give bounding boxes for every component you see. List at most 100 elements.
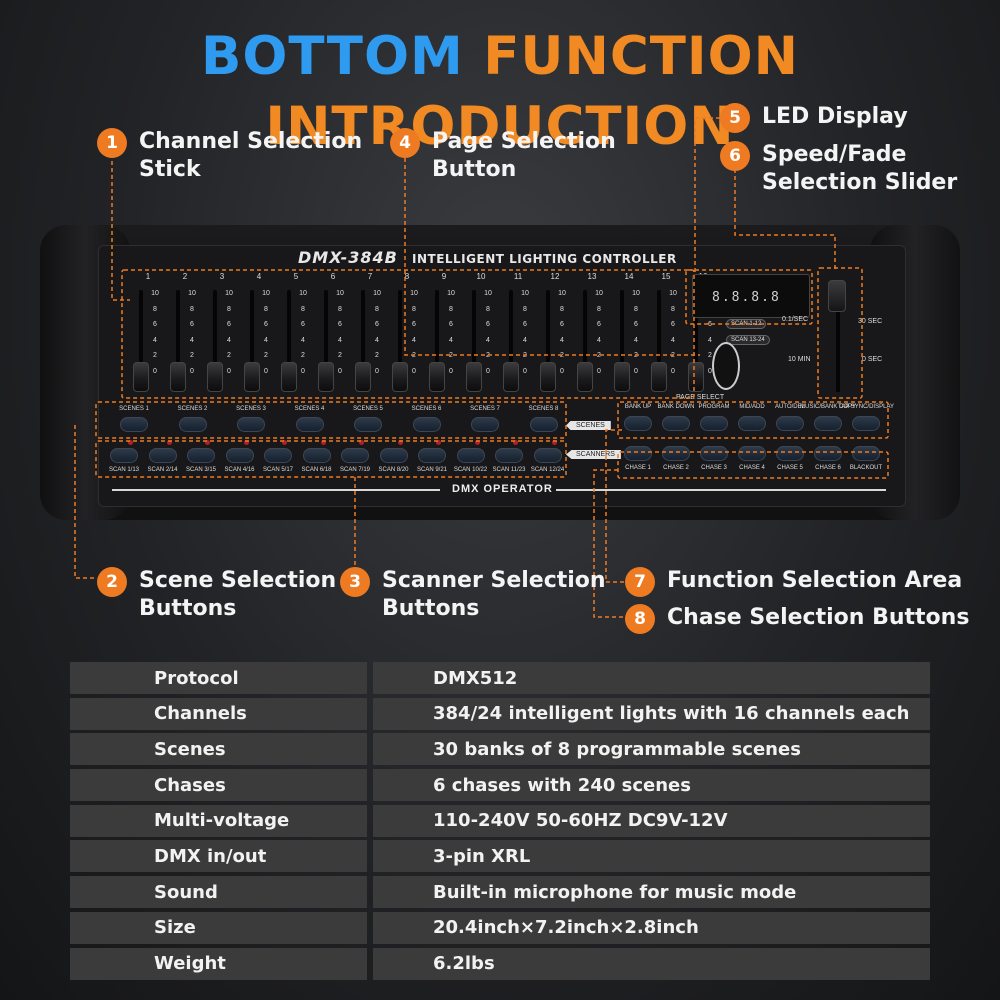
title-part1: BOTTOM bbox=[200, 26, 464, 87]
chase-button-5[interactable] bbox=[776, 446, 804, 461]
function-button-2[interactable] bbox=[662, 416, 690, 431]
scene-button-1[interactable] bbox=[120, 417, 148, 432]
fader-scale-mark: 0 bbox=[301, 367, 305, 375]
channel-fader-14[interactable] bbox=[614, 362, 630, 392]
scanner-button-8[interactable] bbox=[379, 448, 408, 463]
scanner-button-1[interactable] bbox=[110, 448, 138, 463]
scanner-button-11[interactable] bbox=[495, 448, 523, 463]
chase-button-7[interactable] bbox=[852, 446, 880, 461]
scanner-button-9[interactable] bbox=[418, 448, 446, 463]
scanner-button-6[interactable] bbox=[302, 448, 331, 463]
function-button-3[interactable] bbox=[700, 416, 728, 431]
scanner-button-10[interactable] bbox=[456, 448, 485, 463]
fader-scale-mark: 2 bbox=[153, 352, 157, 359]
fader-scale-mark: 4 bbox=[634, 336, 638, 344]
page-select-button[interactable] bbox=[712, 342, 740, 390]
spec-value: Built-in microphone for music mode bbox=[373, 876, 930, 909]
fader-scale-mark: 2 bbox=[375, 352, 379, 359]
fader-number: 4 bbox=[256, 272, 262, 281]
scanner-button-3[interactable] bbox=[187, 448, 215, 463]
fader-scale-mark: 6 bbox=[301, 321, 305, 328]
scene-button-8[interactable] bbox=[529, 417, 558, 432]
chase-button-6[interactable] bbox=[814, 446, 842, 461]
channel-fader-4[interactable] bbox=[244, 362, 260, 392]
chase-button-1[interactable] bbox=[624, 446, 652, 461]
fader-scale-mark: 2 bbox=[449, 352, 453, 359]
channel-fader-1[interactable] bbox=[133, 362, 149, 392]
fader-scale-mark: 10 bbox=[151, 290, 159, 297]
fader-scale-mark: 4 bbox=[523, 336, 527, 344]
callout-1: 1 Channel Selection Stick bbox=[97, 128, 362, 184]
function-button-6[interactable] bbox=[814, 416, 842, 431]
channel-fader-8[interactable] bbox=[392, 362, 408, 392]
channel-fader-7[interactable] bbox=[355, 362, 371, 392]
fader-number: 11 bbox=[513, 272, 523, 281]
fader-scale-mark: 6 bbox=[560, 321, 564, 328]
scanner-button-12[interactable] bbox=[533, 448, 562, 463]
channel-fader-5[interactable] bbox=[281, 362, 297, 392]
scene-button-5[interactable] bbox=[354, 417, 382, 432]
fader-scale-mark: 6 bbox=[264, 321, 268, 328]
fader-scale-mark: 8 bbox=[227, 305, 231, 313]
channel-fader-12[interactable] bbox=[540, 362, 556, 392]
scene-button-2[interactable] bbox=[178, 417, 207, 432]
fader-scale-mark: 6 bbox=[523, 321, 527, 328]
scan-led bbox=[243, 440, 249, 445]
channel-fader-15[interactable] bbox=[651, 362, 667, 392]
scanner-button-7[interactable] bbox=[341, 448, 369, 463]
fader-scale-mark: 4 bbox=[412, 336, 416, 344]
fader-number: 9 bbox=[441, 272, 447, 281]
fader-scale-mark: 8 bbox=[634, 305, 638, 313]
scene-button-7[interactable] bbox=[471, 417, 499, 432]
speed-slow-label: 10 MIN bbox=[788, 356, 811, 363]
scan-led bbox=[359, 440, 364, 445]
chase-button-3[interactable] bbox=[700, 446, 728, 461]
fader-scale-mark: 0 bbox=[338, 367, 342, 375]
fader-scale-mark: 0 bbox=[153, 367, 157, 375]
fader-scale-mark: 0 bbox=[264, 367, 268, 375]
scan-led bbox=[474, 440, 480, 445]
scene-button-6[interactable] bbox=[412, 417, 441, 432]
spec-key: Channels bbox=[70, 697, 367, 730]
scene-button-4[interactable] bbox=[295, 417, 324, 432]
channel-fader-13[interactable] bbox=[577, 362, 593, 392]
channel-fader-6[interactable] bbox=[318, 362, 334, 392]
scene-label: SCENES 3 bbox=[236, 406, 266, 412]
channel-fader-11[interactable] bbox=[503, 362, 519, 392]
fader-scale-mark: 8 bbox=[338, 305, 342, 313]
chase-button-4[interactable] bbox=[738, 446, 766, 461]
scanner-button-2[interactable] bbox=[148, 448, 177, 463]
channel-fader-9[interactable] bbox=[429, 362, 445, 392]
fader-scale-mark: 0 bbox=[523, 367, 527, 375]
fader-scale-mark: 0 bbox=[486, 367, 490, 375]
function-button-1[interactable] bbox=[624, 416, 652, 431]
fader-scale-mark: 10 bbox=[595, 290, 603, 297]
function-button-4[interactable] bbox=[738, 416, 766, 431]
function-button-7[interactable] bbox=[852, 416, 880, 431]
function-button-5[interactable] bbox=[776, 416, 804, 431]
scan-led bbox=[551, 440, 557, 445]
channel-fader-2[interactable] bbox=[170, 362, 186, 392]
channel-fader-10[interactable] bbox=[466, 362, 482, 392]
scanner-button-5[interactable] bbox=[264, 448, 292, 463]
channel-fader-3[interactable] bbox=[207, 362, 223, 392]
spec-value: 6 chases with 240 scenes bbox=[373, 769, 930, 802]
fader-scale-mark: 8 bbox=[597, 305, 601, 313]
speed-fade-slider[interactable] bbox=[828, 280, 846, 312]
scanner-button-4[interactable] bbox=[225, 448, 254, 463]
callout-8: 8 Chase Selection Buttons bbox=[625, 604, 969, 634]
scene-button-3[interactable] bbox=[237, 417, 265, 432]
callout-6-text: Speed/Fade Selection Slider bbox=[762, 142, 958, 195]
fader-scale-mark: 6 bbox=[449, 321, 453, 328]
channel-fader-16[interactable] bbox=[688, 362, 704, 392]
fader-scale-mark: 6 bbox=[153, 321, 157, 328]
chase-button-2[interactable] bbox=[662, 446, 690, 461]
fader-scale-mark: 6 bbox=[597, 321, 601, 328]
fader-scale-mark: 0 bbox=[227, 367, 231, 375]
